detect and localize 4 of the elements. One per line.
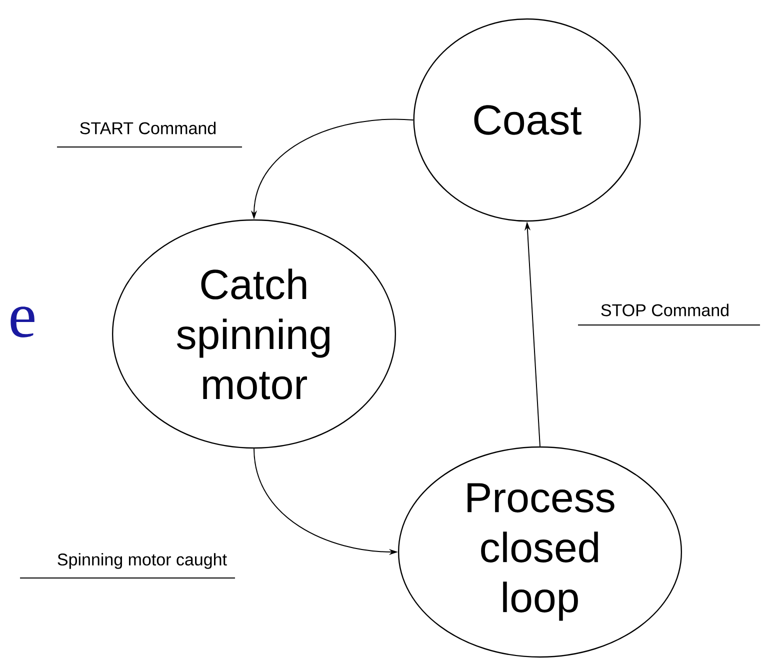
text-fragment: e (10, 306, 34, 338)
edge-label: START Command (56, 122, 242, 148)
edge-label: Spinning motor caught (20, 553, 236, 578)
edge-label: STOP Command (578, 304, 760, 326)
